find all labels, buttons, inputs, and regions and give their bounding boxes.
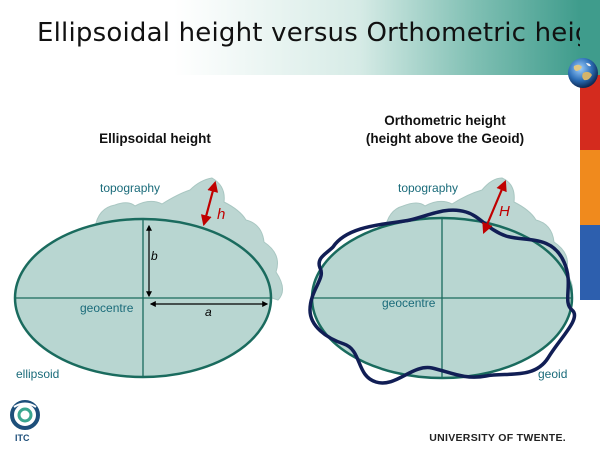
side-bar-blue [580,225,600,300]
right-geocentre-label: geocentre [382,296,436,310]
right-H-arrow [482,179,507,235]
right-topography-label: topography [398,181,458,195]
slide-title: Ellipsoidal height versus Orthometric he… [37,18,600,48]
left-h-arrow [200,180,219,227]
title-banner: Ellipsoidal height versus Orthometric he… [0,0,600,75]
right-geoid-label: geoid [538,367,567,381]
side-color-bars [580,0,600,450]
left-b-label: b [151,249,158,263]
right-heading: Orthometric height (height above the Geo… [300,112,590,148]
left-h-label: h [217,206,225,223]
itc-logo-icon [10,400,40,430]
left-heading-text: Ellipsoidal height [99,131,211,146]
side-bar-red [580,75,600,150]
left-a-label: a [205,305,212,319]
left-heading: Ellipsoidal height [20,130,290,148]
geoid-curve [308,208,577,385]
right-heading-line2: (height above the Geoid) [365,131,525,146]
university-name: UNIVERSITY OF TWENTE. [429,432,566,444]
right-H-label: H [499,203,510,220]
left-geocentre-label: geocentre [80,301,134,315]
right-heading-line1: Orthometric height [384,113,506,128]
height-diagram: topography h b a geocentre ellipsoid top… [13,177,577,385]
side-bar-teal [580,0,600,75]
left-topography-label: topography [100,181,160,195]
side-bar-orange [580,150,600,225]
left-ellipsoid-label: ellipsoid [16,367,59,381]
globe-icon [568,58,598,88]
itc-logo-text: ITC [15,433,30,443]
